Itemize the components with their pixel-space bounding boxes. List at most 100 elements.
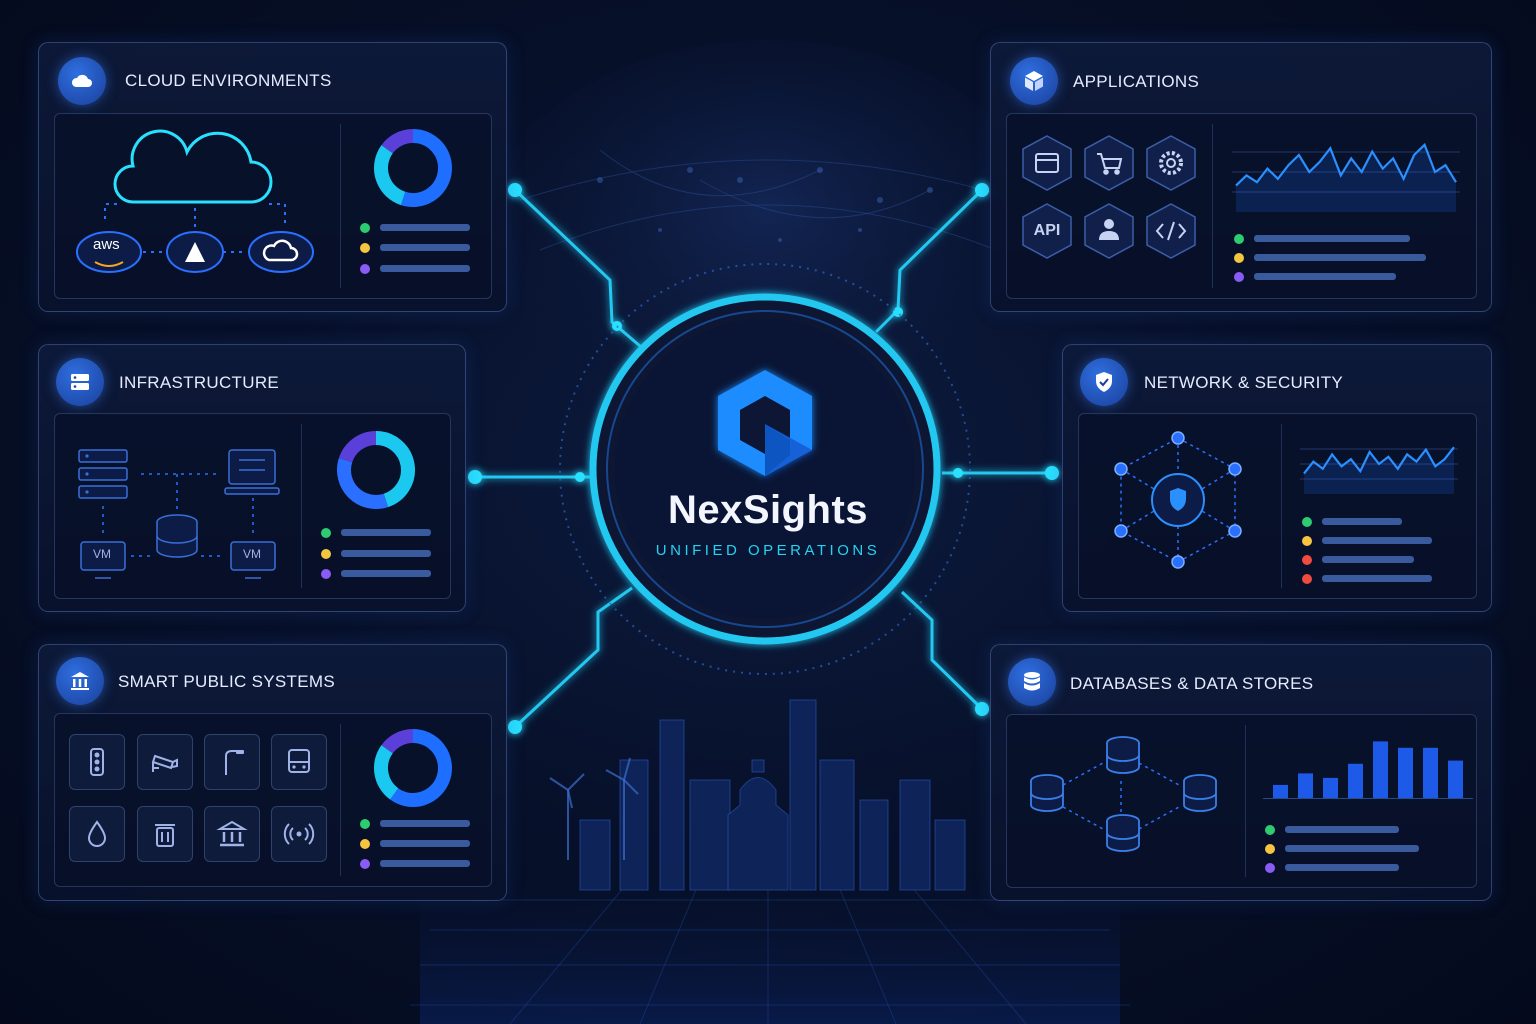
tile-traffic-light[interactable] <box>69 734 125 790</box>
bar <box>1423 747 1438 799</box>
tile-government[interactable] <box>204 806 260 862</box>
legend-dot-yellow <box>1302 536 1312 546</box>
applications-badge <box>1010 57 1058 105</box>
database-bar-chart <box>1263 741 1473 799</box>
globe-shape <box>478 40 1058 460</box>
legend-bar <box>380 860 470 867</box>
bar <box>1448 760 1463 799</box>
legend-bar <box>1322 537 1432 544</box>
wind-turbines <box>549 757 639 860</box>
donut-slice <box>374 145 406 206</box>
legend-bar <box>1254 254 1426 261</box>
legend-bar <box>380 265 470 272</box>
panel-divider <box>340 724 341 876</box>
tile-water[interactable] <box>69 806 125 862</box>
connector-nodes <box>468 183 1059 734</box>
panel-smart-public-systems[interactable]: SMART PUBLIC SYSTEMS <box>38 644 507 901</box>
browser-window-icon <box>1035 153 1059 173</box>
app-hex-grid <box>1022 135 1196 259</box>
line-series <box>1303 446 1455 475</box>
line-area <box>1304 447 1454 494</box>
donut-chart <box>374 729 452 807</box>
user-icon <box>1099 219 1119 240</box>
legend-bar <box>380 244 470 251</box>
tile-camera[interactable] <box>137 734 193 790</box>
panel-divider <box>1245 725 1246 877</box>
donut-chart <box>337 431 415 509</box>
legend-bar <box>341 550 431 557</box>
legend-bar <box>1322 556 1414 563</box>
legend-dot-yellow <box>360 839 370 849</box>
panel-title: NETWORK & SECURITY <box>1144 373 1344 392</box>
tile-signal[interactable] <box>271 806 327 862</box>
server-icon <box>71 374 89 390</box>
legend-dot-green <box>1234 234 1244 244</box>
legend-bar <box>380 840 470 847</box>
tile-bus[interactable] <box>271 734 327 790</box>
bar <box>1398 747 1413 799</box>
camera-icon <box>151 754 178 772</box>
line-area <box>1236 144 1456 212</box>
database-icon <box>1024 672 1040 691</box>
cloud-topology <box>76 129 314 273</box>
legend-dot-yellow <box>1234 253 1244 263</box>
legend-dot-green <box>1265 825 1275 835</box>
panel-title: APPLICATIONS <box>1073 72 1200 91</box>
network-topology <box>1114 431 1242 569</box>
panel-infrastructure[interactable]: INFRASTRUCTURE VM VM <box>38 344 466 612</box>
panel-applications[interactable]: APPLICATIONS API <box>990 42 1492 312</box>
donut-slice <box>337 457 389 509</box>
panel-cloud-environments[interactable]: CLOUD ENVIRONMENTS aws <box>38 42 507 312</box>
tile-trash[interactable] <box>137 806 193 862</box>
legend-dot-green <box>1302 517 1312 527</box>
panel-title: DATABASES & DATA STORES <box>1070 674 1314 693</box>
legend-bar <box>1322 575 1432 582</box>
legend-bar <box>1285 845 1419 852</box>
panel-network-security[interactable]: NETWORK & SECURITY <box>1062 344 1492 612</box>
public-badge <box>56 657 104 705</box>
legend-bar <box>1285 826 1399 833</box>
legend-dot-green <box>321 528 331 538</box>
bar <box>1373 741 1388 799</box>
databases-badge <box>1008 658 1056 706</box>
tile-street-lamp[interactable] <box>204 734 260 790</box>
cloud-icon <box>71 74 92 87</box>
panel-body: VM VM <box>54 413 451 599</box>
cloud-badge <box>58 57 106 105</box>
city-skyline <box>579 699 966 891</box>
vm-label: VM <box>243 547 261 561</box>
aws-logo-label: aws <box>93 236 120 253</box>
gear-icon <box>1159 151 1183 175</box>
donut-slice <box>374 745 399 800</box>
legend-bar <box>1285 864 1399 871</box>
hub-inner-ring <box>606 310 924 628</box>
legend-bar <box>341 570 431 577</box>
legend-dot-purple <box>1265 863 1275 873</box>
panel-divider <box>301 424 302 588</box>
donut-slice <box>375 431 415 508</box>
signal-icon <box>283 823 315 845</box>
database-topology <box>1030 736 1217 852</box>
legend-dot-yellow <box>1265 844 1275 854</box>
traffic-light-icon <box>90 748 104 776</box>
trash-bin-icon <box>155 824 175 847</box>
donut-chart <box>374 129 452 207</box>
globe-arcs <box>519 149 1017 251</box>
street-lamp-icon <box>225 750 244 775</box>
legend-bar <box>341 529 431 536</box>
legend-bar <box>1254 273 1396 280</box>
bus-icon <box>288 749 310 773</box>
infrastructure-badge <box>56 358 104 406</box>
legend-dot-green <box>360 223 370 233</box>
legend-dot-purple <box>360 859 370 869</box>
panel-databases[interactable]: DATABASES & DATA STORES <box>990 644 1492 901</box>
panel-divider <box>1212 124 1213 288</box>
donut-slice <box>381 729 414 754</box>
floor-grid <box>410 879 1130 1024</box>
legend-dot-yellow <box>360 243 370 253</box>
shield-icon <box>1170 488 1186 511</box>
vm-label: VM <box>93 547 111 561</box>
bar <box>1348 763 1363 799</box>
nexsights-logo <box>718 370 812 476</box>
donut-slice <box>390 729 452 807</box>
